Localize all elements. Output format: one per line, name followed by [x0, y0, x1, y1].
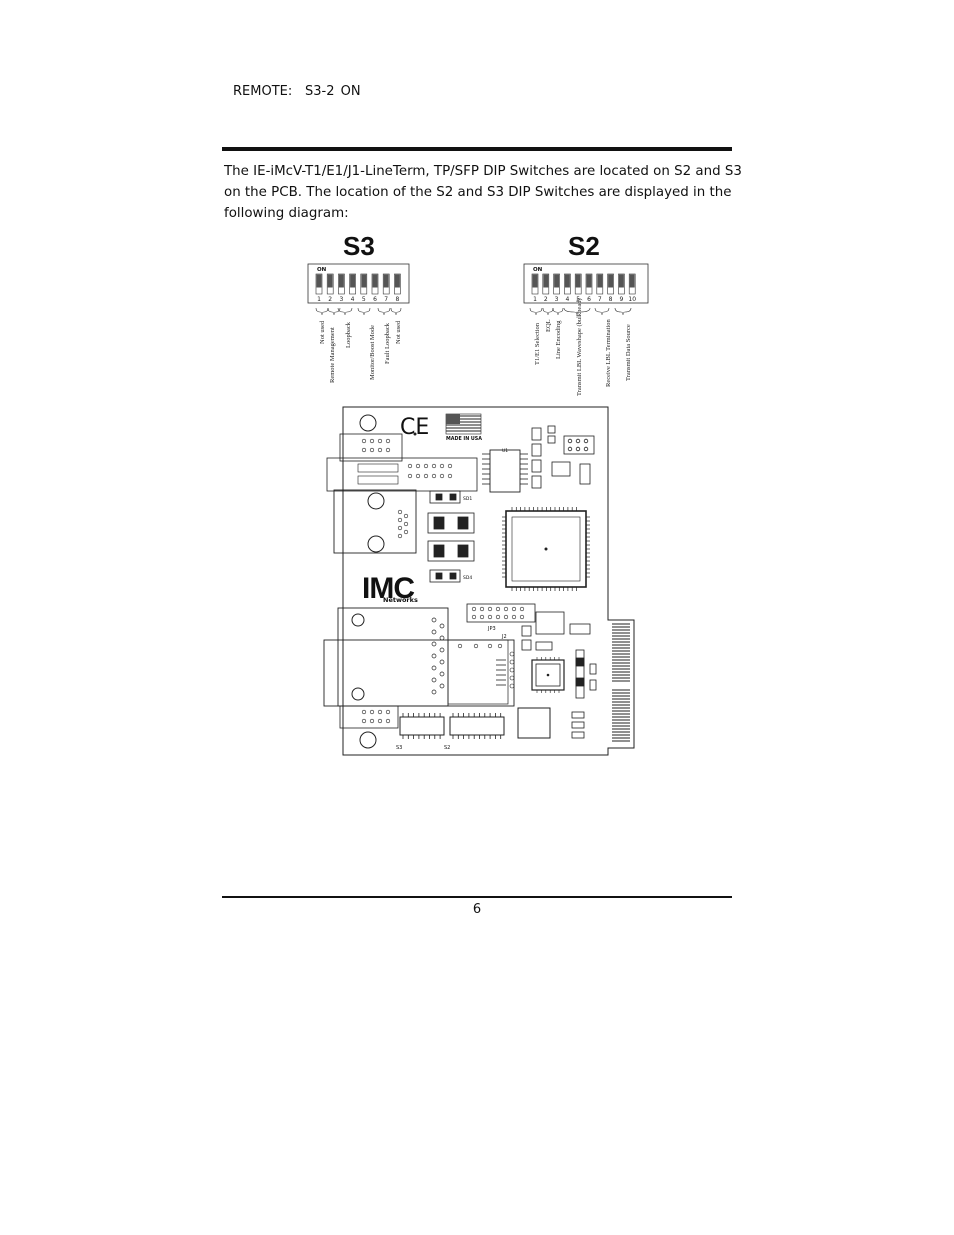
board-s2-dip-switch: [449, 713, 505, 739]
s2-switch-number: 6: [587, 296, 591, 303]
s2-switch-number: 5: [576, 296, 580, 303]
s2-switch-number: 2: [544, 296, 548, 303]
s3-switch-number: 8: [395, 296, 399, 303]
imc-logo: IMC: [362, 572, 414, 605]
made-in-usa-label: MADE IN USA: [446, 436, 482, 442]
s3-switch-number: 7: [384, 296, 388, 303]
s2-label-6: Transmit Data Source: [625, 324, 632, 381]
s3-title: S3: [343, 231, 375, 261]
s3-switch-number: 4: [351, 296, 355, 303]
s3-switch-number: 5: [362, 296, 366, 303]
s3-label-4: Monitor/Boost Mode: [369, 325, 376, 380]
u1-silk-label: U1: [502, 448, 508, 454]
s3-switch-number: 2: [328, 296, 332, 303]
s3-label-1: Not used: [319, 320, 326, 344]
s3-silk-label: S3: [396, 745, 402, 751]
s2-on-label: ON: [533, 267, 543, 273]
s2-label-2: EQL: [545, 319, 552, 332]
main-processor-chip: [502, 507, 590, 591]
board-s3-dip-switch: [399, 713, 445, 739]
jp3-silk-label: JP3: [487, 626, 496, 632]
s2-switch-number: 1: [533, 296, 537, 303]
s2-label-3: Line Encoding: [555, 320, 562, 359]
remote-value: S3-2 ON: [305, 84, 361, 99]
remote-setting-line: REMOTE: S3-2 ON: [233, 84, 361, 99]
s2-switch-number: 9: [619, 296, 623, 303]
s2-switch-number: 4: [565, 296, 569, 303]
s2-switch-number: 10: [628, 296, 636, 303]
s2-switch-number: 3: [555, 296, 559, 303]
page-number: 6: [472, 902, 482, 917]
mounting-hole: [359, 731, 377, 749]
footer-divider: [222, 896, 732, 898]
rj45-connector: [333, 489, 417, 554]
s3-label-3: Loopback: [345, 321, 352, 348]
s2-toggles: [531, 273, 636, 295]
intro-paragraph: The IE-iMcV-T1/E1/J1-LineTerm, TP/SFP DI…: [224, 164, 742, 221]
s3-label-2: Remote Management: [329, 327, 336, 383]
s3-switch-number: 3: [339, 296, 343, 303]
s2-switch-number: 8: [609, 296, 613, 303]
s2-title: S2: [568, 231, 600, 261]
sd1-silk-label: SD1: [463, 496, 472, 502]
imc-logo-subtitle: Networks: [383, 596, 418, 604]
s3-label-6: Not used: [395, 320, 402, 344]
j2-silk-label: J2: [501, 634, 507, 640]
s3-switch-body: [307, 263, 410, 304]
remote-label: REMOTE:: [233, 84, 293, 99]
s3-label-5: Fault Loopback: [384, 322, 391, 364]
s3-on-label: ON: [317, 267, 327, 273]
s2-label-4: Transmit LBL Waveshape (bulkhead): [576, 298, 583, 396]
s3-switch-number: 6: [373, 296, 377, 303]
sd4-silk-label: SD4: [463, 575, 472, 581]
s3-toggles: [315, 273, 401, 295]
ce-mark: CE: [400, 415, 429, 440]
s2-label-5: Receive LBL Termination: [605, 318, 612, 387]
usa-flag-icon: [445, 413, 482, 435]
edge-connector: [612, 623, 630, 742]
section-divider: [222, 147, 732, 151]
s2-label-1: T1/E1 Selection: [534, 322, 541, 365]
mounting-hole: [359, 414, 377, 432]
s2-switch-number: 7: [598, 296, 602, 303]
s3-switch-number: 1: [317, 296, 321, 303]
s2-silk-label: S2: [444, 745, 450, 751]
